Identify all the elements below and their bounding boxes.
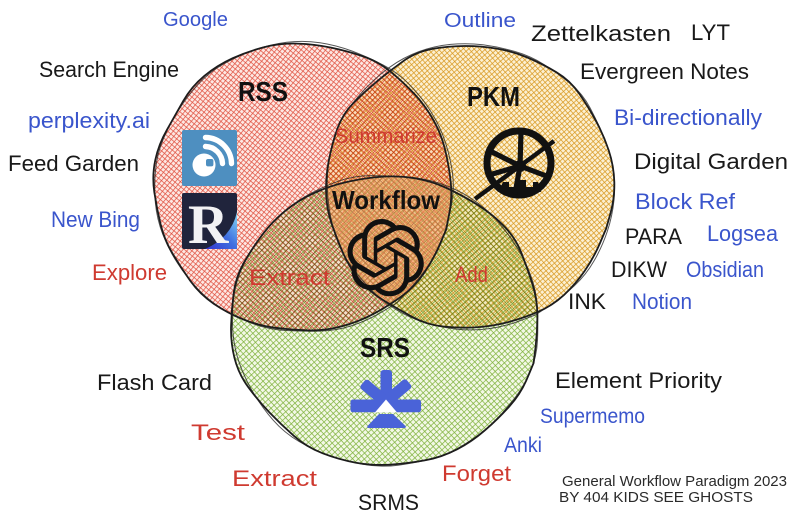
svg-text:Explore: Explore xyxy=(92,260,167,285)
svg-text:LYT: LYT xyxy=(691,20,730,45)
svg-text:Outline: Outline xyxy=(444,10,516,32)
svg-text:Forget: Forget xyxy=(442,461,511,486)
svg-text:Workflow: Workflow xyxy=(332,185,441,215)
svg-text:Zettelkasten: Zettelkasten xyxy=(531,21,671,46)
svg-text:Flash Card: Flash Card xyxy=(97,370,212,395)
svg-text:Evergreen Notes: Evergreen Notes xyxy=(580,59,749,84)
svg-text:Supermemo: Supermemo xyxy=(540,405,645,428)
svg-text:Anki: Anki xyxy=(504,434,542,457)
svg-text:SRMS: SRMS xyxy=(358,490,419,515)
svg-text:Google: Google xyxy=(163,9,228,31)
svg-text:Feed Garden: Feed Garden xyxy=(8,151,139,176)
svg-text:Digital Garden: Digital Garden xyxy=(634,149,788,174)
svg-text:General Workflow Paradigm 2023: General Workflow Paradigm 2023 xyxy=(562,473,787,490)
svg-text:Search Engine: Search Engine xyxy=(39,57,179,82)
svg-text:RSS: RSS xyxy=(238,76,288,107)
svg-text:PARA: PARA xyxy=(625,224,682,249)
svg-text:Obsidian: Obsidian xyxy=(686,257,764,282)
svg-text:Extract: Extract xyxy=(232,466,317,491)
svg-text:Logsea: Logsea xyxy=(707,221,779,246)
svg-text:DIKW: DIKW xyxy=(611,257,667,282)
svg-text:Summarize: Summarize xyxy=(335,125,437,148)
svg-text:New Bing: New Bing xyxy=(51,207,140,232)
svg-text:Block Ref: Block Ref xyxy=(635,189,736,214)
svg-text:PKM: PKM xyxy=(467,81,520,112)
svg-text:Element Priority: Element Priority xyxy=(555,368,722,393)
svg-text:Notion: Notion xyxy=(632,289,692,314)
svg-text:R: R xyxy=(188,194,229,256)
svg-text:Test: Test xyxy=(191,420,245,445)
svg-text:Extract: Extract xyxy=(249,265,330,290)
svg-text:perplexity.ai: perplexity.ai xyxy=(28,108,150,133)
svg-text:Bi-directionally: Bi-directionally xyxy=(614,105,762,130)
svg-text:SRS: SRS xyxy=(360,332,410,363)
svg-text:BY 404 KIDS SEE GHOSTS: BY 404 KIDS SEE GHOSTS xyxy=(559,489,753,506)
svg-text:INK: INK xyxy=(568,289,606,314)
svg-text:Add: Add xyxy=(455,262,488,287)
